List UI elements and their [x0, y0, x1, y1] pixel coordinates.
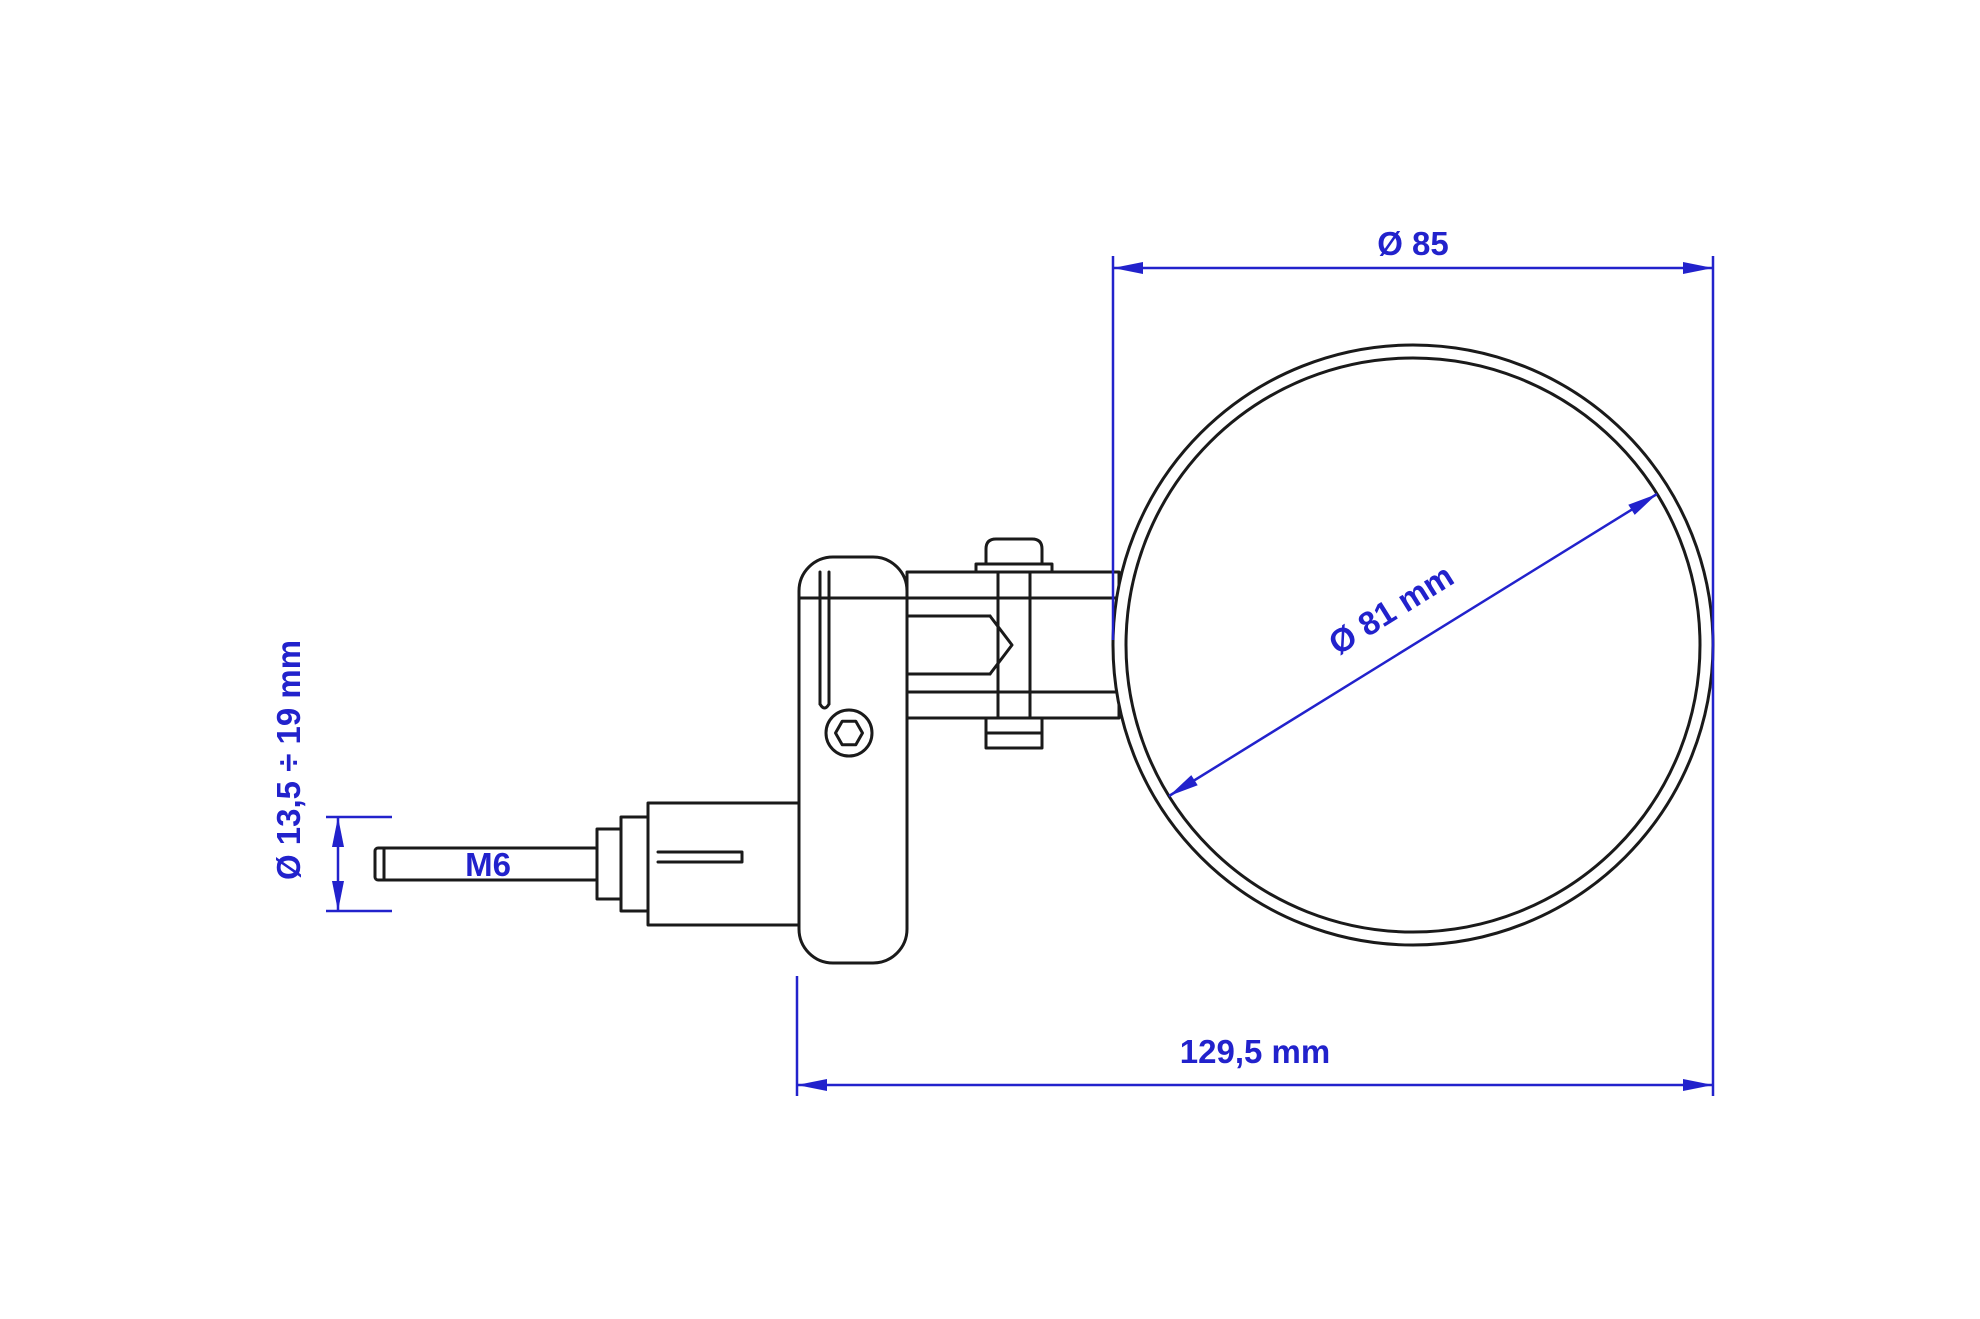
expander-washer [595, 827, 625, 901]
bracket-body [797, 555, 909, 965]
expander-body [646, 801, 802, 927]
dimension-clamp-range: Ø 13,5 ÷ 19 mm [270, 640, 392, 913]
arrowhead-left [797, 1079, 827, 1091]
overall-length-label: 129,5 mm [1180, 1033, 1330, 1070]
arrowhead-lower-left [1169, 775, 1198, 796]
arrowhead-upper-right [1628, 494, 1657, 515]
thread-size-annotation: M6 [465, 846, 511, 883]
dimension-overall-length: 129,5 mm [795, 976, 1713, 1096]
thread-size-label: M6 [465, 846, 511, 883]
expander-slot [656, 850, 744, 864]
expander-collar [619, 815, 652, 913]
stem-assembly [373, 801, 802, 927]
mirror-inner-rim [1124, 356, 1702, 934]
mirror-outer-diameter-label: Ø 85 [1377, 225, 1449, 262]
arrowhead-top [332, 817, 344, 847]
arrowhead-left [1113, 262, 1143, 274]
dimension-line-diagonal [1168, 492, 1658, 798]
hex-screw-head [824, 708, 874, 758]
hex-socket [834, 719, 864, 747]
dimension-mirror-outer: Ø 85 [1111, 225, 1715, 1096]
clamp-bracket [797, 555, 909, 965]
arrowhead-bottom [332, 881, 344, 911]
pivot-clevis [905, 537, 1121, 750]
arrowhead-right [1683, 262, 1713, 274]
bracket-slit-bottom [818, 702, 831, 710]
arrowhead-right [1683, 1079, 1713, 1091]
clamp-range-label: Ø 13,5 ÷ 19 mm [270, 640, 307, 880]
